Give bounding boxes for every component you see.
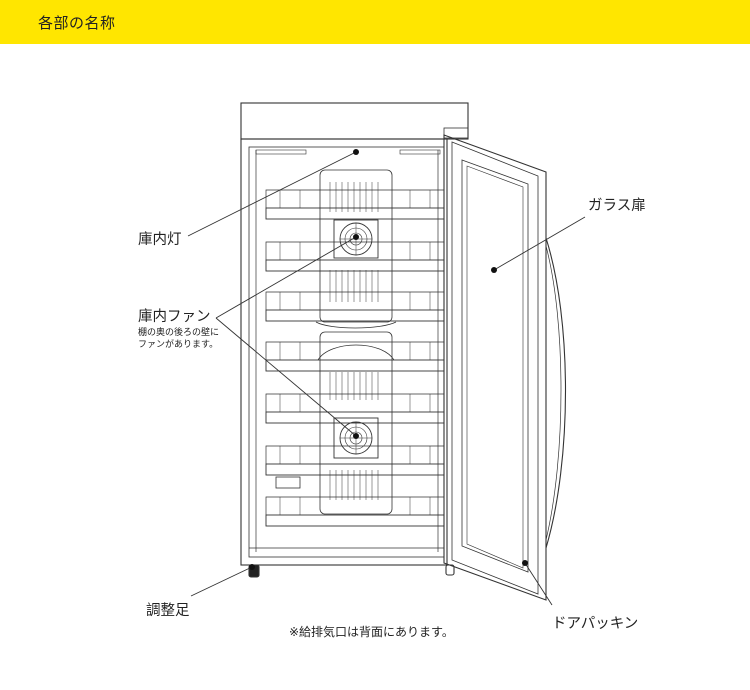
label-glass-door: ガラス扉	[588, 198, 646, 214]
dot-marker	[522, 560, 528, 566]
header-bar: 各部の名称	[0, 0, 750, 44]
fan-icon	[333, 219, 379, 259]
fan-icon	[333, 417, 379, 459]
cabinet-interior	[248, 146, 445, 558]
shelf	[265, 393, 445, 424]
shelves	[265, 189, 445, 527]
leader-lines	[187, 151, 586, 606]
dot-marker	[353, 149, 359, 155]
dot-marker	[353, 433, 359, 439]
dot-marker	[491, 267, 497, 273]
label-interior-light: 庫内灯	[138, 232, 182, 248]
footer-note: ※給排気口は背面にあります。	[289, 625, 454, 639]
cabinet-body	[240, 138, 448, 566]
glass-door	[443, 127, 567, 601]
label-fan-note-line1: 棚の奥の後ろの壁に	[138, 328, 220, 338]
shelf	[265, 445, 445, 476]
dot-marker	[353, 234, 359, 240]
label-adjuster-foot: 調整足	[146, 603, 190, 619]
page-title: 各部の名称	[38, 14, 116, 32]
shelf	[265, 341, 445, 372]
back-wall-panel	[315, 169, 397, 515]
cabinet-top-panel	[240, 102, 469, 140]
label-interior-fan: 庫内ファン	[138, 309, 211, 325]
shelf	[265, 241, 445, 272]
dot-marker	[249, 564, 255, 570]
leader-dots	[249, 149, 528, 570]
shelf	[265, 291, 445, 322]
shelf	[265, 496, 445, 527]
label-door-gasket: ドアパッキン	[552, 616, 639, 632]
control-panel	[275, 476, 301, 489]
shelf	[265, 189, 445, 220]
label-fan-note-line2: ファンがあります。	[138, 340, 219, 350]
